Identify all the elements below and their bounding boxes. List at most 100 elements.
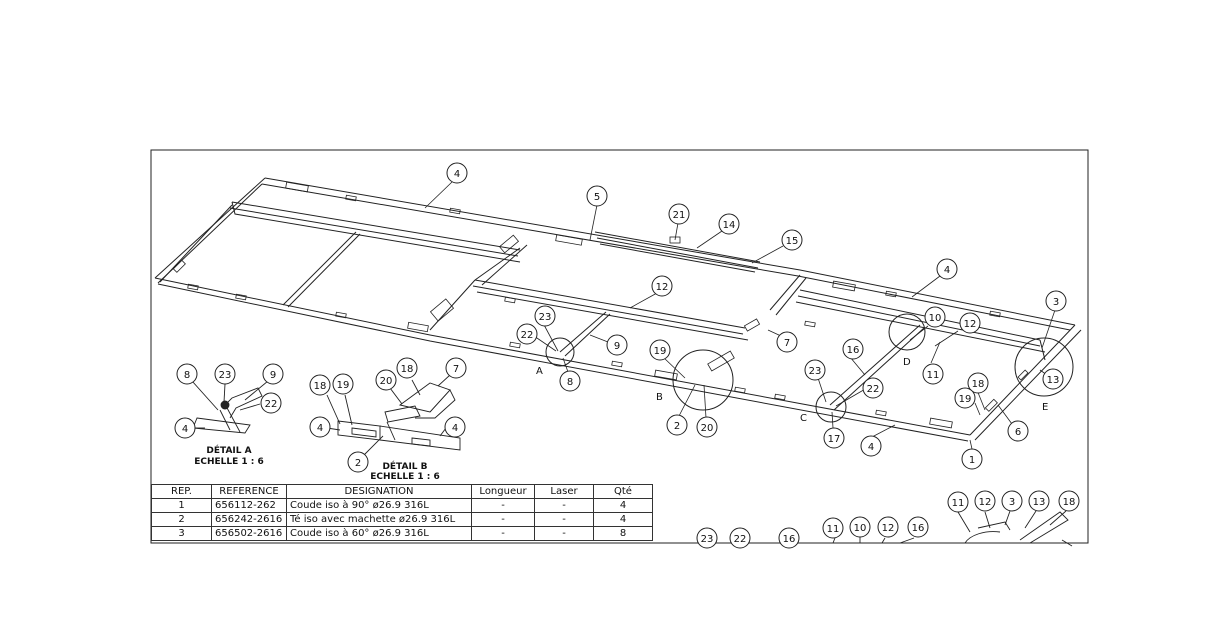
svg-text:4: 4 — [454, 169, 460, 180]
detail-a-drawing — [191, 380, 269, 434]
detail-a-balloon-22: 22 — [260, 392, 282, 414]
partial-balloon-13: 13 — [1028, 490, 1050, 512]
bom-cell: 4 — [593, 498, 653, 513]
bom-cell: Té iso avec machette ø26.9 316L — [286, 512, 472, 527]
svg-text:4: 4 — [452, 423, 458, 434]
balloon-22-a: 22 — [516, 323, 538, 345]
balloon-4-right: 4 — [936, 258, 958, 280]
svg-text:3: 3 — [1009, 497, 1015, 508]
svg-text:16: 16 — [847, 345, 860, 356]
svg-text:23: 23 — [701, 534, 714, 545]
svg-text:19: 19 — [959, 394, 972, 405]
detail-a-scale: ECHELLE 1 : 6 — [194, 457, 264, 467]
partial-balloon-22: 22 — [729, 527, 751, 549]
svg-text:4: 4 — [944, 265, 950, 276]
bom-cell: Coude iso à 90° ø26.9 316L — [286, 498, 472, 513]
balloon-19-e: 19 — [954, 387, 976, 409]
svg-text:18: 18 — [972, 379, 985, 390]
bom-cell: 2 — [151, 512, 212, 527]
svg-text:12: 12 — [882, 523, 895, 534]
partial-balloon-23: 23 — [696, 527, 718, 549]
svg-text:13: 13 — [1033, 497, 1046, 508]
bom-header-reference: REFERENCE — [211, 484, 287, 499]
detail-b-scale: ECHELLE 1 : 6 — [370, 472, 440, 482]
svg-text:19: 19 — [337, 380, 350, 391]
detail-letter-a: A — [536, 366, 543, 377]
bom-cell: - — [471, 498, 535, 513]
bottom-right-partial-views — [832, 510, 1073, 547]
bom-cell: Coude iso à 60° ø26.9 316L — [286, 526, 472, 541]
svg-text:7: 7 — [784, 338, 790, 349]
svg-text:6: 6 — [1015, 427, 1021, 438]
bom-header-qte: Qté — [593, 484, 653, 499]
svg-text:18: 18 — [314, 381, 327, 392]
balloon-4-bottom: 4 — [860, 435, 882, 457]
balloon-14: 14 — [718, 213, 740, 235]
bom-header-row: REP. REFERENCE DESIGNATION Longueur Lase… — [151, 484, 653, 499]
detail-b-title: DÉTAIL B — [382, 460, 427, 472]
bom-cell: 1 — [151, 498, 212, 513]
balloon-11: 11 — [922, 363, 944, 385]
balloon-10: 10 — [924, 306, 946, 328]
bom-header-longueur: Longueur — [471, 484, 535, 499]
detail-b-balloon-18b: 18 — [396, 357, 418, 379]
balloon-23-c: 23 — [804, 359, 826, 381]
bom-cell: - — [471, 526, 535, 541]
bom-row: 1 656112-262 Coude iso à 90° ø26.9 316L … — [151, 498, 653, 513]
partial-balloon-10: 10 — [849, 516, 871, 538]
detail-letter-e: E — [1042, 402, 1048, 413]
partial-balloon-11b: 11 — [947, 491, 969, 513]
svg-text:15: 15 — [786, 236, 799, 247]
svg-text:16: 16 — [783, 534, 796, 545]
balloon-20: 20 — [696, 416, 718, 438]
balloon-1: 1 — [961, 448, 983, 470]
bom-cell: - — [534, 498, 594, 513]
svg-text:18: 18 — [401, 364, 414, 375]
balloon-4-top: 4 — [446, 162, 468, 184]
svg-text:22: 22 — [734, 534, 747, 545]
detail-b-balloon-20: 20 — [375, 369, 397, 391]
svg-text:5: 5 — [594, 192, 600, 203]
partial-balloon-16: 16 — [778, 527, 800, 549]
partial-balloon-18: 18 — [1058, 490, 1080, 512]
svg-text:18: 18 — [1063, 497, 1076, 508]
balloon-3: 3 — [1045, 290, 1067, 312]
bom-header-designation: DESIGNATION — [286, 484, 472, 499]
partial-balloon-11: 11 — [822, 517, 844, 539]
svg-text:22: 22 — [867, 384, 880, 395]
balloon-12-right: 12 — [959, 312, 981, 334]
detail-a-balloon-23: 23 — [214, 363, 236, 385]
svg-text:10: 10 — [929, 313, 942, 324]
detail-letter-c: C — [800, 413, 807, 424]
svg-text:16: 16 — [912, 523, 925, 534]
partial-balloon-3: 3 — [1001, 490, 1023, 512]
svg-text:3: 3 — [1053, 297, 1059, 308]
bom-cell: - — [534, 526, 594, 541]
bom-header-laser: Laser — [534, 484, 594, 499]
svg-text:12: 12 — [964, 319, 977, 330]
svg-text:14: 14 — [723, 220, 736, 231]
tab-plates — [172, 181, 1029, 429]
svg-text:11: 11 — [927, 370, 940, 381]
bom-cell: 656112-262 — [211, 498, 287, 513]
bom-header-rep: REP. — [151, 484, 212, 499]
detail-b-balloon-2: 2 — [347, 451, 369, 473]
detail-letter-d: D — [903, 357, 911, 368]
svg-text:11: 11 — [827, 524, 840, 535]
balloon-19-b: 19 — [649, 339, 671, 361]
partial-balloon-16b: 16 — [907, 516, 929, 538]
partial-balloon-12b: 12 — [974, 490, 996, 512]
detail-letter-b: B — [656, 392, 663, 403]
balloon-15: 15 — [781, 229, 803, 251]
svg-text:13: 13 — [1047, 375, 1060, 386]
balloon-6: 6 — [1007, 420, 1029, 442]
balloon-2: 2 — [666, 414, 688, 436]
drawing-frame — [150, 149, 1089, 544]
balloon-16: 16 — [842, 338, 864, 360]
detail-b-balloon-7: 7 — [445, 357, 467, 379]
svg-text:19: 19 — [654, 346, 667, 357]
balloon-9: 9 — [606, 334, 628, 356]
detail-a-balloon-8: 8 — [176, 363, 198, 385]
balloon-13: 13 — [1042, 368, 1064, 390]
balloon-22-c: 22 — [862, 377, 884, 399]
